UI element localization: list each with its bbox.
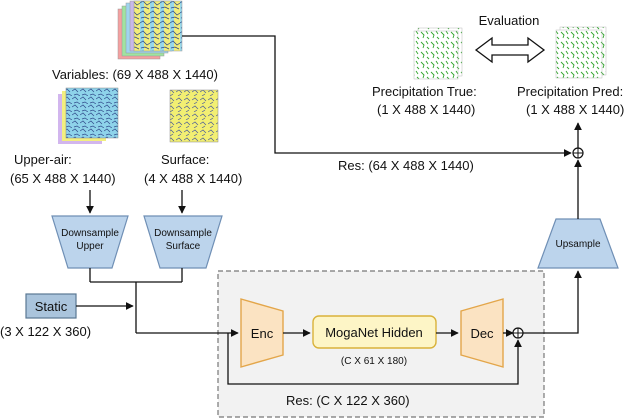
precip-true-label: Precipitation True: [372,84,477,99]
precip-pred-label: Precipitation Pred: [517,84,623,99]
upsample-block: Upsample [537,218,619,269]
variables-label: Variables: (69 X 488 X 1440) [52,67,218,82]
upper-air-label: Upper-air: [14,152,72,167]
precip-true-dims: (1 X 488 X 1440) [377,102,475,117]
surface-label: Surface: [161,152,209,167]
surface-map [169,89,219,143]
variables-map-stack [117,0,183,60]
inner-residual-label: Res: (C X 122 X 360) [286,393,410,408]
static-block: Static [25,293,77,319]
precip-pred-dims: (1 X 488 X 1440) [526,102,624,117]
hidden-block: MogaNet Hidden [312,315,437,349]
surface-dims: (4 X 488 X 1440) [144,171,242,186]
hidden-label: MogaNet Hidden [325,325,423,340]
static-dims: (3 X 122 X 360) [0,324,91,339]
hidden-dims: (C X 61 X 180) [341,356,407,367]
downsample-upper-label-1: Downsample [61,228,119,239]
decoder-label: Dec [470,326,494,341]
upper-air-dims: (65 X 488 X 1440) [10,171,116,186]
encoder-block: Enc [240,298,284,368]
downsample-surface-label-1: Downsample [154,228,212,239]
downsample-surface-block: Downsample Surface [143,215,223,269]
inner-add-node [512,327,524,339]
downsample-upper-block: Downsample Upper [51,215,129,269]
evaluation-double-arrow-icon [474,36,546,64]
evaluation-label: Evaluation [479,13,540,28]
precip-pred-map [555,26,607,79]
outer-add-node [572,147,584,159]
encoder-label: Enc [251,326,274,341]
upper-air-map [58,87,119,144]
decoder-block: Dec [460,298,504,368]
static-label: Static [35,299,68,314]
precip-true-map [413,27,463,80]
upsample-label: Upsample [555,239,600,250]
downsample-surface-label-2: Surface [166,241,201,252]
outer-residual-label: Res: (64 X 488 X 1440) [338,158,474,173]
downsample-upper-label-2: Upper [76,241,104,252]
